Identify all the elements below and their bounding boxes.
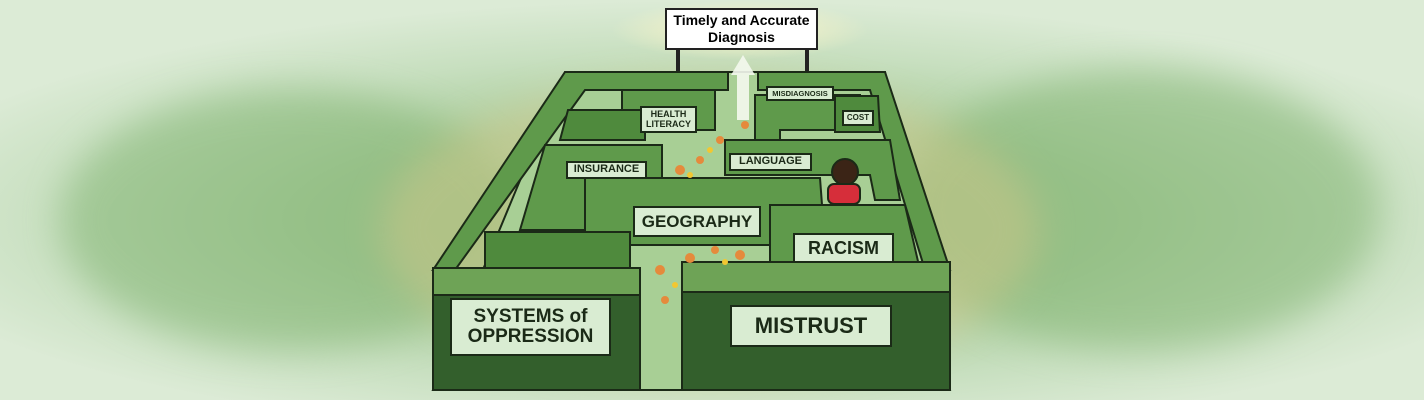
label-text: HEALTH <box>650 109 687 120</box>
label-text: SYSTEMS of <box>473 306 588 328</box>
hedge-wall <box>484 231 631 269</box>
flower-petals <box>655 121 749 304</box>
hedge-block <box>432 267 641 296</box>
sign-text: Timely and Accurate <box>673 12 810 29</box>
hedge-block <box>681 261 951 293</box>
barrier-language: LANGUAGE <box>729 153 812 171</box>
sign-post <box>805 50 809 72</box>
watercolor-wash <box>900 70 1380 350</box>
up-arrow <box>731 55 755 120</box>
barrier-racism: RACISM <box>793 233 894 263</box>
barrier-insurance: INSURANCE <box>566 161 647 179</box>
barrier-cost: COST <box>842 110 874 126</box>
label-text: LITERACY <box>646 118 691 129</box>
sign-post <box>676 50 680 72</box>
label-text: OPPRESSION <box>467 326 594 347</box>
barrier-geography: GEOGRAPHY <box>633 206 761 237</box>
sign-text: Diagnosis <box>708 29 775 45</box>
hedge-wall <box>558 109 646 141</box>
barrier-misdiagnosis: MISDIAGNOSIS <box>766 86 834 101</box>
person-figure <box>827 158 861 205</box>
barrier-mistrust: MISTRUST <box>730 305 892 347</box>
